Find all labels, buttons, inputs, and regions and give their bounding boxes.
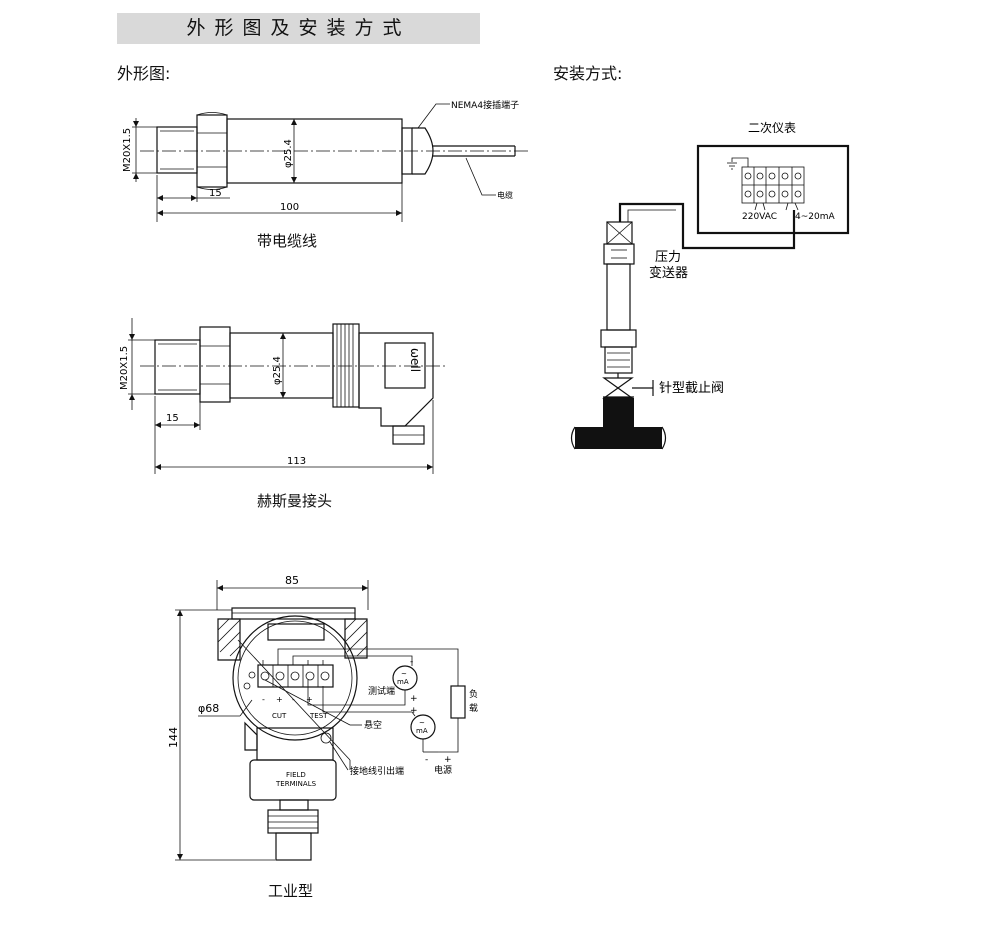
hirschmann-thread-dim: M20X1.5: [119, 346, 130, 390]
test-label: TEST: [309, 712, 328, 720]
cut-label: CUT: [272, 712, 287, 720]
floating-label: 悬空: [364, 719, 382, 731]
source-meter-unit: mA: [416, 727, 428, 735]
ac-symbol-2: ~: [419, 719, 425, 727]
meter-plus-sign: +: [410, 694, 418, 704]
power-source-label: 电源: [434, 764, 452, 776]
power-minus-sign: -: [425, 755, 428, 765]
hirschmann-model-caption: 赫斯曼接头: [257, 492, 333, 510]
test-meter-unit: mA: [397, 678, 409, 686]
hirschmann-length-total: 113: [287, 456, 306, 467]
hirschmann-diameter-dim: φ25.4: [272, 356, 283, 385]
terminal-sign-2: +: [276, 695, 283, 704]
signal-label: 4~20mA: [795, 212, 835, 222]
cable-model-caption: 带电缆线: [257, 232, 318, 250]
transmitter-label-line2: 变送器: [649, 265, 688, 281]
hirschmann-length-15: 15: [166, 413, 179, 424]
ac-symbol: ~: [401, 670, 407, 678]
industrial-width-dim: 85: [285, 574, 299, 587]
industrial-model-drawing: 85 144: [167, 574, 478, 861]
power-plus-sign: +: [444, 755, 452, 765]
voltage-label: 220VAC: [742, 212, 777, 222]
cable-diameter-dim: φ25.4: [283, 139, 294, 168]
meter-minus-sign: -: [410, 657, 413, 667]
cable-length-total: 100: [280, 202, 299, 213]
terminal-sign-1: -: [262, 695, 265, 704]
transmitter-label-line1: 压力: [655, 250, 681, 265]
cable-note: 电缆: [497, 190, 513, 200]
hirschmann-plug-mark: ωell: [408, 348, 422, 372]
industrial-height-dim: 144: [167, 727, 180, 748]
industrial-diameter-dim: φ68: [198, 702, 219, 715]
field-terminals-line2: TERMINALS: [275, 780, 317, 788]
field-terminals-line1: FIELD: [286, 771, 306, 779]
source-meter-plus-sign: +: [410, 706, 418, 716]
ground-lead-label: 接地线引出端: [350, 765, 404, 777]
cable-model-drawing: M20X1.5 φ25.4 15 100 NEMA4接插端子 电缆: [122, 99, 530, 222]
outline-section-label: 外形图:: [117, 64, 171, 83]
secondary-instrument-label: 二次仪表: [748, 121, 796, 135]
install-section-label: 安装方式:: [553, 64, 623, 83]
load-label-2: 载: [469, 702, 478, 714]
page-title: 外形图及安装方式: [186, 17, 411, 39]
cable-length-15: 15: [209, 188, 222, 199]
load-label-1: 负: [469, 688, 478, 700]
hirschmann-model-drawing: ωell M20X1.5 φ25.4 15 113: [119, 318, 445, 474]
terminal-sign-4: +: [306, 695, 313, 704]
installation-drawing: 二次仪表 220VAC 4~20mA: [570, 121, 850, 450]
title-bar: 外形图及安装方式: [117, 13, 480, 44]
test-port-label: 测试端: [368, 685, 395, 697]
cable-connector-note: NEMA4接插端子: [451, 99, 519, 111]
cable-thread-dim: M20X1.5: [122, 128, 133, 172]
needle-valve-label: 针型截止阀: [659, 381, 724, 396]
industrial-model-caption: 工业型: [268, 882, 314, 900]
